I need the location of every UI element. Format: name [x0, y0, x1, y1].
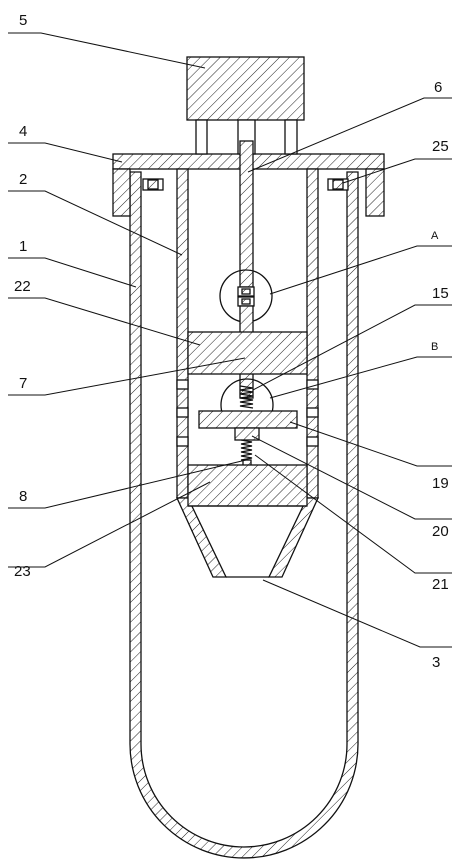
slot-right-3 [306, 436, 319, 447]
leader-1 [8, 257, 137, 288]
slot-left-3 [176, 436, 189, 447]
upper-rod [239, 140, 254, 288]
upper-piston [187, 331, 308, 375]
leader-b [269, 356, 452, 399]
label-20: 20 [432, 523, 449, 540]
slot-right-2 [306, 407, 319, 418]
label-23: 23 [14, 563, 31, 580]
leader-19 [289, 421, 452, 467]
cap-skirt-left [112, 168, 131, 217]
leader-22 [8, 297, 201, 346]
leader-8 [8, 459, 247, 509]
label-4: 4 [19, 123, 27, 140]
inner-tube-wall-right [306, 168, 319, 499]
hook-right-inner [332, 179, 344, 190]
knob [186, 56, 305, 121]
label-22: 22 [14, 278, 31, 295]
leader-3 [262, 579, 452, 648]
coupling-upper-core [241, 288, 251, 295]
slot-left-1 [176, 379, 189, 390]
leader-21 [254, 454, 452, 574]
slot-left-2 [176, 407, 189, 418]
outer-tube [129, 171, 359, 859]
knob-leg-left [195, 119, 208, 155]
leader-20 [251, 435, 452, 520]
label-b: B [431, 341, 438, 353]
leader-25 [342, 158, 452, 184]
label-6: 6 [434, 79, 442, 96]
funnel-right [267, 497, 320, 578]
label-19: 19 [432, 475, 449, 492]
funnel-left [175, 497, 228, 578]
leader-a [269, 245, 452, 295]
label-8: 8 [19, 488, 27, 505]
label-25: 25 [432, 138, 449, 155]
leader-4 [8, 142, 123, 163]
knob-leg-right [284, 119, 298, 155]
leader-7 [8, 357, 246, 396]
label-15: 15 [432, 285, 449, 302]
crossbar-plate [198, 410, 298, 429]
label-5: 5 [19, 12, 27, 29]
label-2: 2 [19, 171, 27, 188]
leader-6 [247, 97, 452, 173]
leader-23 [8, 481, 211, 568]
label-a: A [431, 230, 439, 242]
spring [239, 385, 254, 409]
lower-spring [240, 439, 253, 461]
label-21: 21 [432, 576, 449, 593]
hook-left-inner [147, 179, 159, 190]
leader-5 [8, 32, 206, 69]
lower-piston [187, 464, 308, 507]
label-1: 1 [19, 238, 27, 255]
leader-15 [252, 304, 452, 391]
label-7: 7 [19, 375, 27, 392]
label-3: 3 [432, 654, 440, 671]
coupling-lower-core [241, 298, 251, 305]
inner-tube-wall-left [176, 168, 189, 499]
cap-skirt-right [365, 168, 385, 217]
leader-2 [8, 190, 183, 256]
